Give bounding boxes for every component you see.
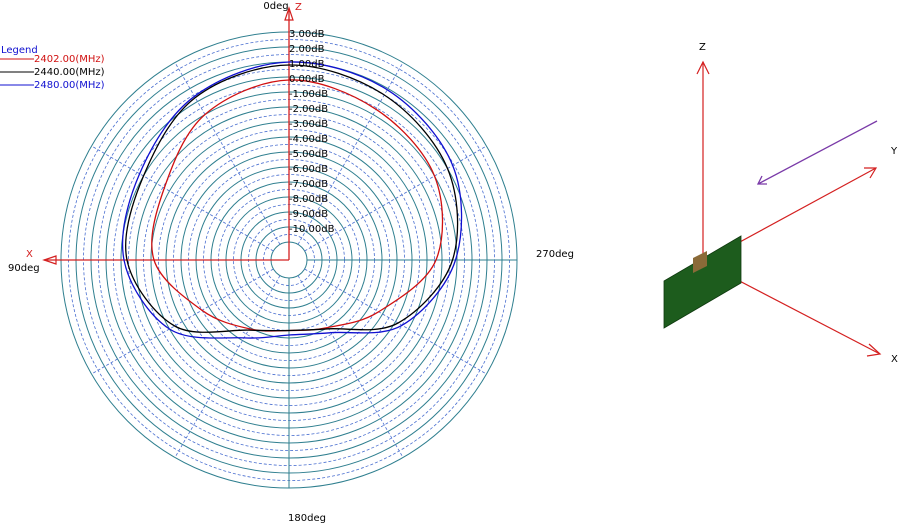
- inset-z-arrowhead: [696, 60, 710, 75]
- radial-tick-label: -4.00dB: [289, 134, 328, 145]
- legend-entry: 2440.00(MHz): [34, 67, 105, 78]
- series-curve: [124, 64, 459, 333]
- radial-tick-label: -5.00dB: [289, 149, 328, 160]
- polar-series-curves: [121, 61, 463, 339]
- radial-tick-label: -2.00dB: [289, 104, 328, 115]
- radial-tick-label: -9.00dB: [289, 209, 328, 220]
- pcb-board: [663, 235, 742, 329]
- polar-axes: Z X: [26, 2, 302, 265]
- polar-x-axis-letter: X: [26, 249, 33, 260]
- radial-tick-label: -1.00dB: [289, 89, 328, 100]
- purple-arrowhead: [756, 175, 767, 185]
- polar-horizontal-arrowhead: [42, 255, 57, 265]
- radial-tick-labels: 3.00dB 2.00dB 1.00dB 0.00dB -1.00dB -2.00dB -3…: [289, 29, 335, 235]
- grid-spoke: [174, 275, 281, 458]
- grid-spoke: [91, 268, 274, 375]
- polar-radiation-chart: Z X 3.00dB 2.00dB 1.00dB 0.00dB -1.00dB -2.00…: [8, 1, 574, 523]
- inset-y-label: Y: [890, 146, 898, 157]
- inset-x-label: X: [891, 354, 898, 365]
- radial-tick-label: -6.00dB: [289, 164, 328, 175]
- radial-tick-label: -3.00dB: [289, 119, 328, 130]
- legend: Legend 2402.00(MHz) 2440.00(MHz) 2480.00(M…: [0, 45, 105, 91]
- grid-spoke: [304, 268, 487, 375]
- inset-y-arrowhead: [864, 167, 878, 179]
- antenna-chip: [693, 251, 707, 273]
- polar-z-axis-letter: Z: [295, 2, 302, 13]
- radial-tick-label: 0.00dB: [289, 74, 325, 85]
- angle-label-270deg: 270deg: [536, 249, 574, 260]
- polar-grid-spokes: [91, 62, 517, 488]
- angle-label-90deg: 90deg: [8, 263, 40, 274]
- radial-tick-label: -8.00dB: [289, 194, 328, 205]
- grid-spoke: [297, 62, 404, 245]
- polar-vertical-arrowhead: [284, 6, 294, 21]
- radial-tick-label: 3.00dB: [289, 29, 325, 40]
- radial-tick-label: -10.00dB: [289, 224, 335, 235]
- grid-spoke: [304, 145, 487, 252]
- inset-x-arrowhead: [866, 343, 882, 357]
- grid-spoke: [297, 275, 404, 458]
- legend-title: Legend: [1, 45, 38, 56]
- grid-spoke: [91, 145, 274, 252]
- orientation-inset: Z Y X: [663, 42, 898, 365]
- purple-direction-arrow: [757, 120, 878, 185]
- angle-label-180deg: 180deg: [288, 513, 326, 523]
- inset-z-label: Z: [699, 42, 706, 53]
- radial-tick-label: -7.00dB: [289, 179, 328, 190]
- angle-label-0deg: 0deg: [263, 1, 288, 12]
- radial-tick-label: 2.00dB: [289, 44, 325, 55]
- series-curve: [121, 61, 463, 339]
- legend-entry: 2402.00(MHz): [34, 54, 105, 65]
- radial-tick-label: 1.00dB: [289, 59, 325, 70]
- grid-spoke: [174, 62, 281, 245]
- legend-entry: 2480.00(MHz): [34, 80, 105, 91]
